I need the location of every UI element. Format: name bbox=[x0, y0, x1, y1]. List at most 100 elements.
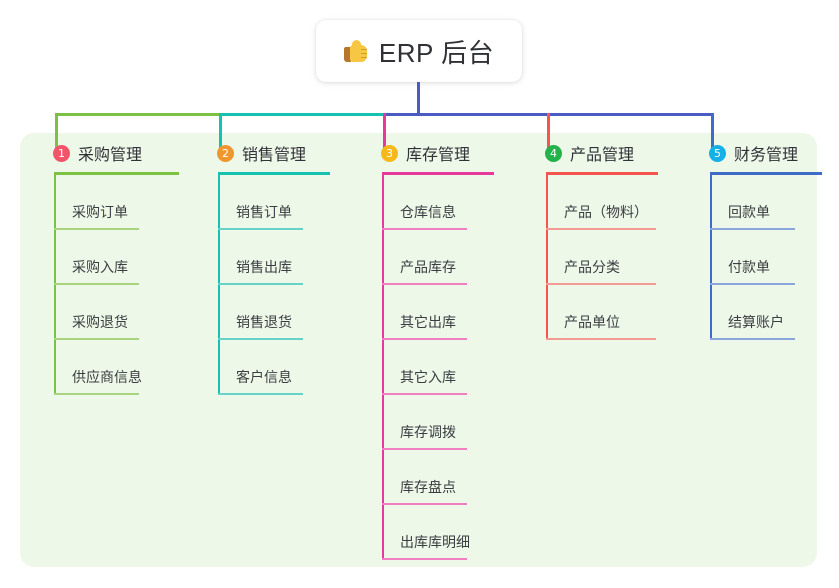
column-rail bbox=[218, 175, 220, 395]
list-item[interactable]: 供应商信息 bbox=[36, 340, 186, 395]
list-item[interactable]: 产品库存 bbox=[364, 230, 524, 285]
column-number-badge: 4 bbox=[545, 144, 562, 162]
list-item[interactable]: 产品（物料） bbox=[528, 175, 688, 230]
list-item-rule bbox=[218, 393, 303, 395]
list-item-label: 仓库信息 bbox=[400, 204, 456, 220]
column-number-badge: 1 bbox=[53, 144, 70, 162]
connector-drop-1 bbox=[55, 113, 58, 148]
column-header-rule bbox=[546, 172, 658, 175]
list-item-label: 销售订单 bbox=[236, 204, 292, 220]
bus-segment-1 bbox=[55, 113, 222, 116]
column-items: 产品（物料） 产品分类产品单位 bbox=[528, 175, 688, 340]
list-item-label: 产品库存 bbox=[400, 259, 456, 275]
list-item-label: 库存调拨 bbox=[400, 424, 456, 440]
column-header-rule bbox=[54, 172, 179, 175]
column-title: 财务管理 bbox=[734, 147, 799, 164]
list-item-label: 采购入库 bbox=[72, 259, 128, 275]
connector-drop-5 bbox=[711, 113, 714, 148]
list-item[interactable]: 采购退货 bbox=[36, 285, 186, 340]
list-item-label: 库存盘点 bbox=[400, 479, 456, 495]
list-item-rule bbox=[710, 338, 795, 340]
list-item-rule bbox=[54, 283, 139, 285]
list-item-rule bbox=[382, 558, 467, 560]
column-items: 仓库信息产品库存其它出库其它入库库存调拨库存盘点出库库明细 bbox=[364, 175, 524, 560]
list-item[interactable]: 库存调拨 bbox=[364, 395, 524, 450]
list-item-label: 供应商信息 bbox=[72, 369, 142, 385]
list-item[interactable]: 销售出库 bbox=[200, 230, 350, 285]
list-item[interactable]: 采购订单 bbox=[36, 175, 186, 230]
list-item-label: 结算账户 bbox=[728, 314, 784, 330]
list-item[interactable]: 销售退货 bbox=[200, 285, 350, 340]
list-item[interactable]: 产品分类 bbox=[528, 230, 688, 285]
list-item-label: 出库库明细 bbox=[400, 534, 470, 550]
connector-drop-3 bbox=[383, 113, 386, 148]
column-title: 销售管理 bbox=[242, 147, 307, 164]
list-item-rule bbox=[710, 228, 795, 230]
list-item-label: 付款单 bbox=[728, 259, 770, 275]
bus-segment-3 bbox=[383, 113, 550, 116]
column-header-1[interactable]: 1 采购管理 bbox=[36, 140, 186, 166]
list-item-rule bbox=[382, 228, 467, 230]
column-number-badge: 3 bbox=[381, 144, 398, 162]
list-item[interactable]: 采购入库 bbox=[36, 230, 186, 285]
column-items: 销售订单销售出库销售退货客户信息 bbox=[200, 175, 350, 395]
column-items: 回款单付款单结算账户 bbox=[692, 175, 839, 340]
list-item-label: 产品分类 bbox=[564, 259, 620, 275]
list-item-rule bbox=[382, 283, 467, 285]
list-item-label: 采购退货 bbox=[72, 314, 128, 330]
list-item-label: 产品（物料） bbox=[564, 204, 648, 220]
list-item-label: 客户信息 bbox=[236, 369, 292, 385]
list-item-label: 其它出库 bbox=[400, 314, 456, 330]
list-item[interactable]: 出库库明细 bbox=[364, 505, 524, 560]
list-item-label: 销售退货 bbox=[236, 314, 292, 330]
list-item-label: 产品单位 bbox=[564, 314, 620, 330]
list-item-label: 其它入库 bbox=[400, 369, 456, 385]
column-rail bbox=[54, 175, 56, 395]
list-item-rule bbox=[710, 283, 795, 285]
list-item-rule bbox=[218, 338, 303, 340]
column-header-2[interactable]: 2 销售管理 bbox=[200, 140, 350, 166]
column-title: 采购管理 bbox=[78, 147, 143, 164]
list-item[interactable]: 其它出库 bbox=[364, 285, 524, 340]
list-item[interactable]: 付款单 bbox=[692, 230, 839, 285]
list-item-rule bbox=[54, 393, 139, 395]
list-item-rule bbox=[382, 338, 467, 340]
connector-drop-2 bbox=[219, 113, 222, 148]
list-item-rule bbox=[382, 503, 467, 505]
column-header-4[interactable]: 4 产品管理 bbox=[528, 140, 688, 166]
column-title: 库存管理 bbox=[406, 147, 471, 164]
list-item-rule bbox=[218, 283, 303, 285]
root-node[interactable]: ERP 后台 bbox=[316, 20, 522, 82]
column-4: 4 产品管理产品（物料） 产品分类产品单位 bbox=[528, 140, 688, 340]
list-item[interactable]: 仓库信息 bbox=[364, 175, 524, 230]
root-node-label: ERP 后台 bbox=[378, 37, 495, 68]
list-item-rule bbox=[546, 283, 656, 285]
bus-segment-2 bbox=[219, 113, 386, 116]
column-header-rule bbox=[382, 172, 494, 175]
list-item[interactable]: 产品单位 bbox=[528, 285, 688, 340]
list-item-label: 回款单 bbox=[728, 204, 770, 220]
column-header-rule bbox=[710, 172, 822, 175]
list-item-label: 采购订单 bbox=[72, 204, 128, 220]
bus-segment-4 bbox=[547, 113, 714, 116]
list-item[interactable]: 销售订单 bbox=[200, 175, 350, 230]
column-1: 1 采购管理采购订单采购入库采购退货供应商信息 bbox=[36, 140, 186, 395]
list-item[interactable]: 结算账户 bbox=[692, 285, 839, 340]
column-3: 3 库存管理仓库信息产品库存其它出库其它入库库存调拨库存盘点出库库明细 bbox=[364, 140, 524, 560]
column-header-rule bbox=[218, 172, 330, 175]
thumbs-up-icon bbox=[343, 39, 368, 63]
list-item[interactable]: 其它入库 bbox=[364, 340, 524, 395]
list-item[interactable]: 客户信息 bbox=[200, 340, 350, 395]
column-title: 产品管理 bbox=[570, 147, 635, 164]
list-item-rule bbox=[546, 338, 656, 340]
column-items: 采购订单采购入库采购退货供应商信息 bbox=[36, 175, 186, 395]
list-item-label: 销售出库 bbox=[236, 259, 292, 275]
column-header-3[interactable]: 3 库存管理 bbox=[364, 140, 524, 166]
column-2: 2 销售管理销售订单销售出库销售退货客户信息 bbox=[200, 140, 350, 395]
connector-drop-4 bbox=[547, 113, 550, 148]
list-item[interactable]: 回款单 bbox=[692, 175, 839, 230]
column-number-badge: 2 bbox=[217, 144, 234, 162]
list-item-rule bbox=[546, 228, 656, 230]
list-item[interactable]: 库存盘点 bbox=[364, 450, 524, 505]
